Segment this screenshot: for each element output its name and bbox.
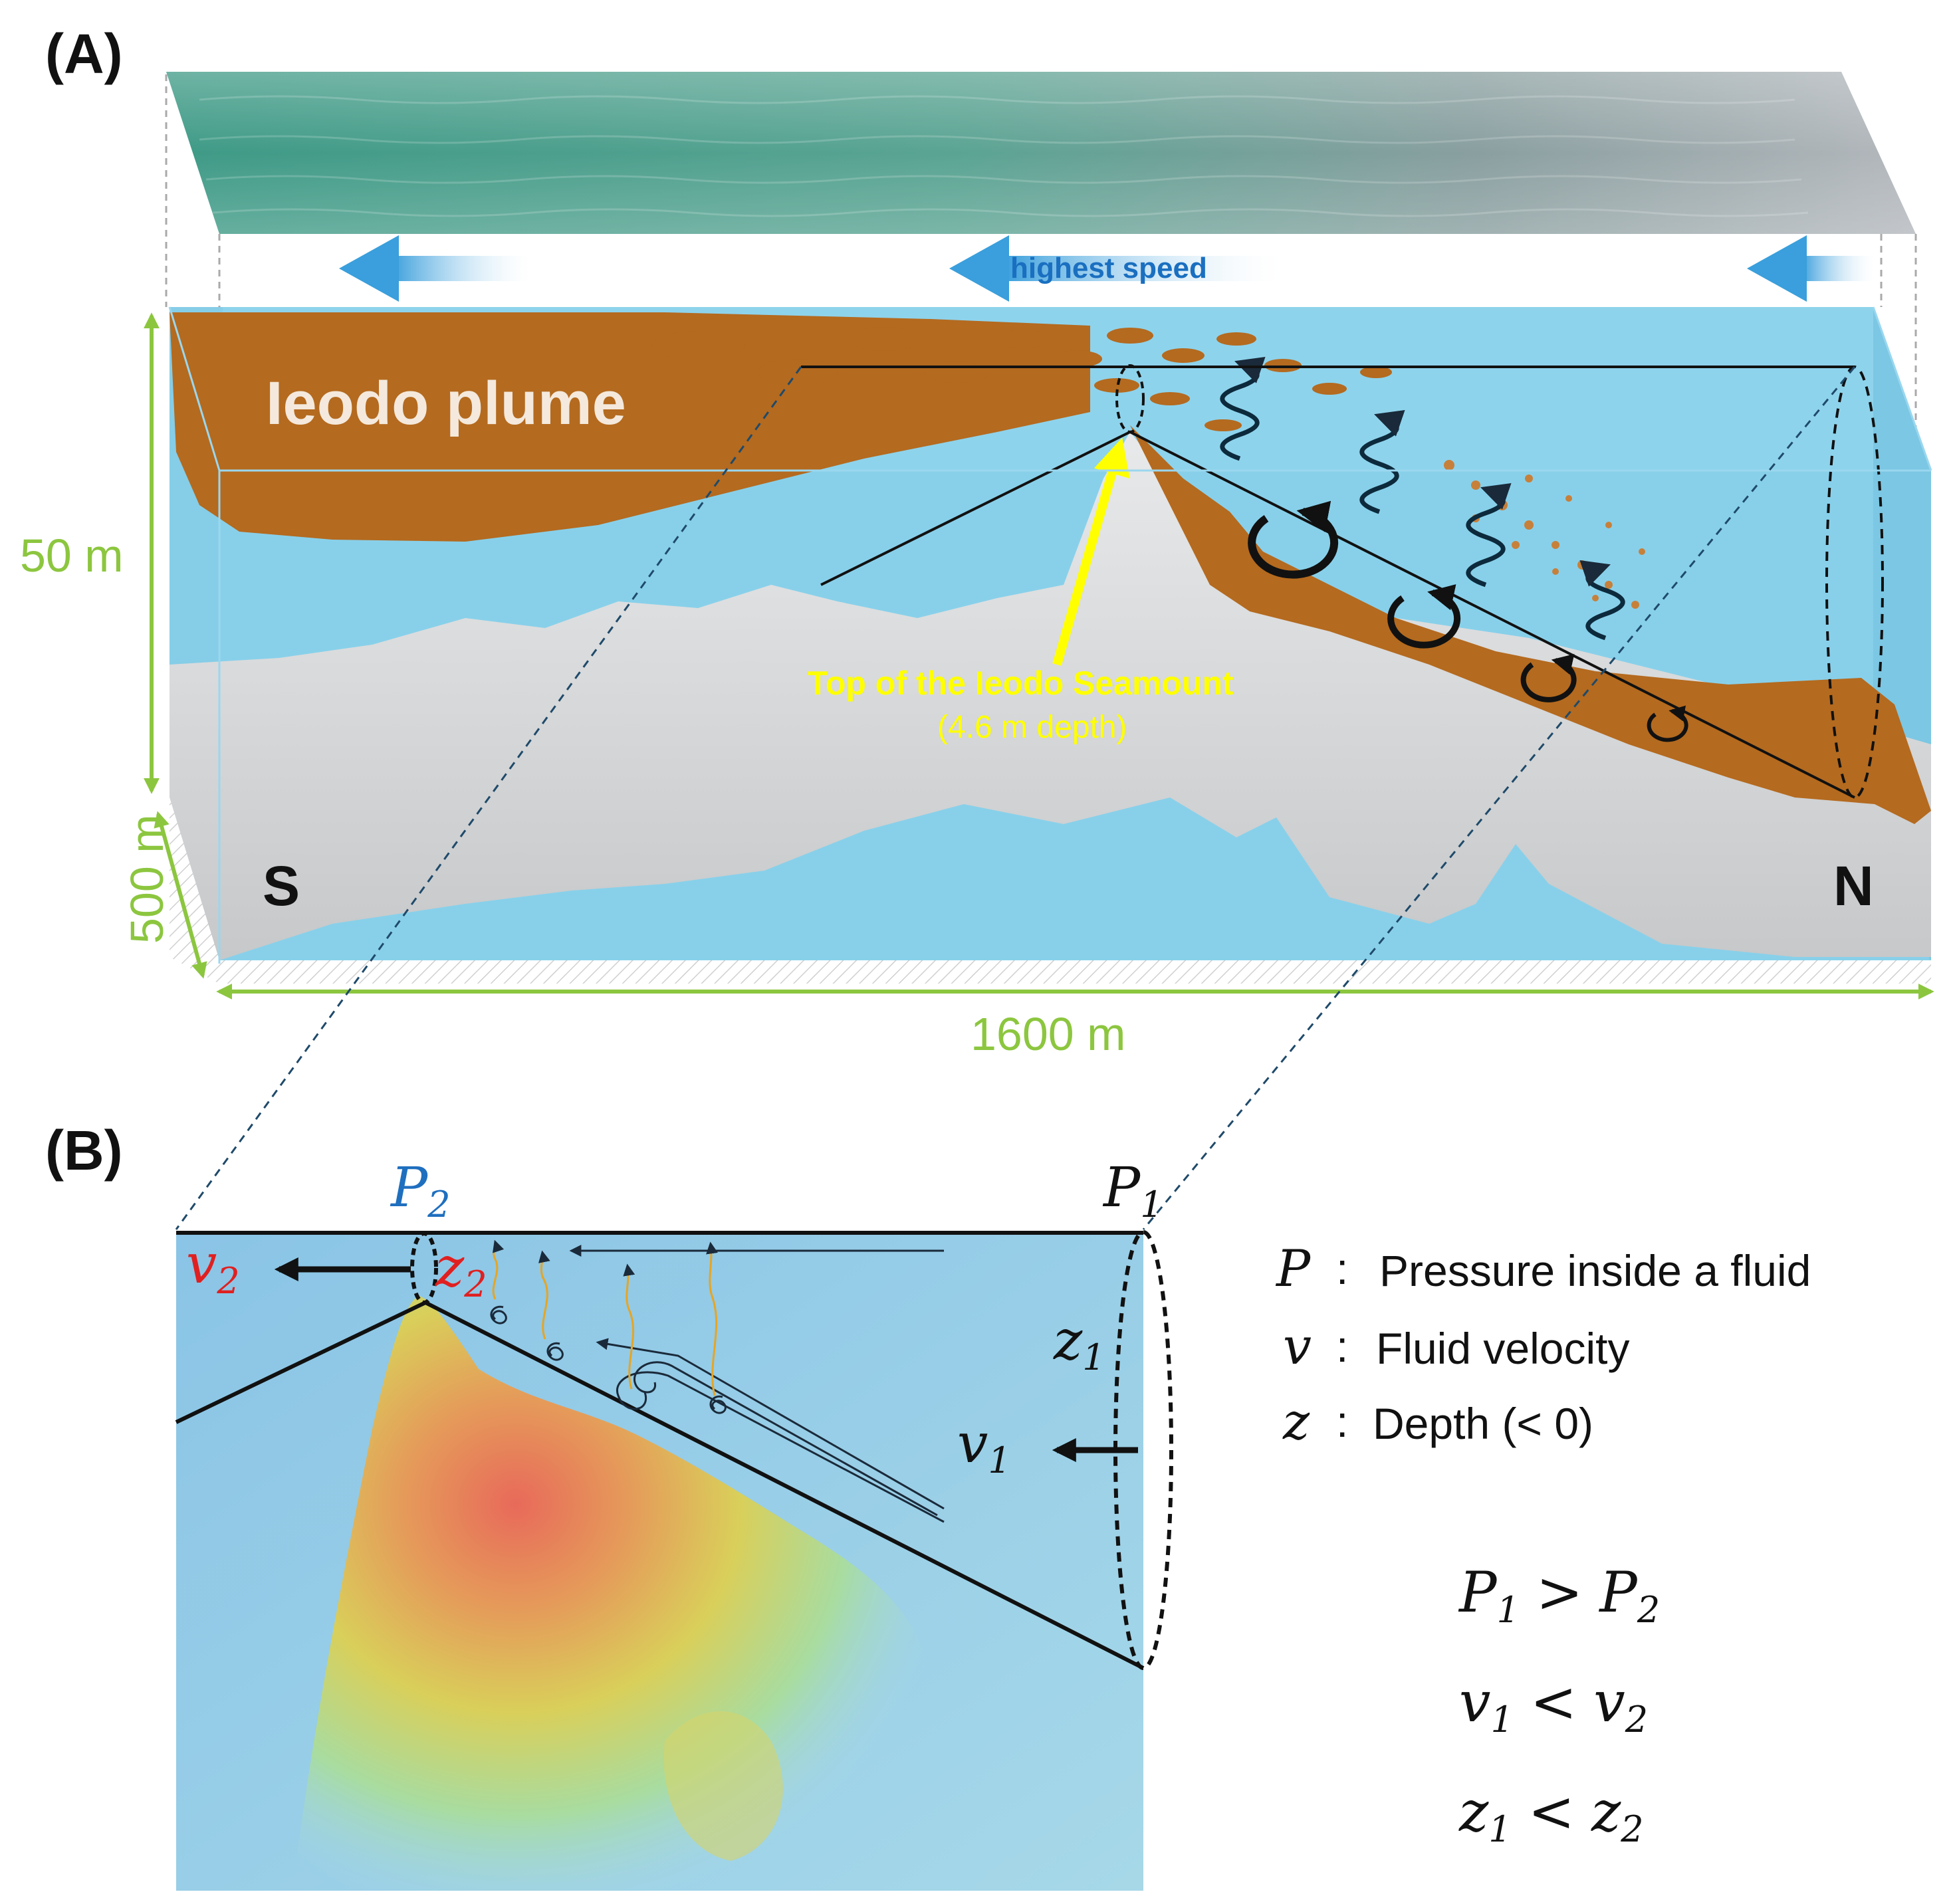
seamount-depth: (4.6 m depth)	[937, 710, 1127, 745]
panel-a-label: (A)	[45, 23, 123, 85]
v2-label: v2	[186, 1233, 240, 1302]
sea-surface-plane	[166, 72, 1916, 234]
svg-text::: :	[1336, 1397, 1348, 1446]
legend-item-velocity: v : Fluid velocity	[1283, 1317, 1629, 1376]
svg-text:Pressure inside a fluid: Pressure inside a fluid	[1379, 1246, 1811, 1295]
upwelling-paths	[492, 1239, 718, 1396]
p2-label: P2	[390, 1156, 451, 1225]
current-arrow-right	[1747, 235, 1875, 302]
small-swirls	[490, 1305, 727, 1414]
highest-speed-label: highest speed	[1010, 252, 1207, 284]
box-edges	[168, 306, 1932, 964]
depth-dimension-label: 50 m	[20, 530, 124, 582]
svg-text:P: P	[1275, 1239, 1312, 1298]
zoom-connector-lines	[175, 366, 1856, 1230]
legend-item-pressure: P : Pressure inside a fluid	[1275, 1239, 1811, 1298]
current-arrow-center	[949, 235, 1283, 302]
south-label: S	[263, 855, 300, 917]
streamlines	[569, 1245, 945, 1523]
dimension-lines	[144, 312, 1934, 1000]
panel-b-label: (B)	[45, 1119, 123, 1182]
svg-text:Fluid velocity: Fluid velocity	[1376, 1324, 1629, 1373]
ieodo-plume	[170, 312, 1931, 824]
legend: P : Pressure inside a fluid v : Fluid ve…	[1275, 1239, 1811, 1451]
z1-label: z1	[1053, 1309, 1105, 1378]
inequality-velocity: v1<v2	[1459, 1669, 1648, 1741]
v1-label: v1	[957, 1412, 1011, 1481]
p1-label: P1	[1102, 1156, 1163, 1225]
inequalities: P1>P2 v1<v2 z1<z2	[1458, 1560, 1660, 1850]
svg-text:v: v	[1283, 1317, 1312, 1376]
length-dimension-label: 1600 m	[971, 1008, 1125, 1060]
svg-text:z: z	[1282, 1392, 1310, 1451]
z2-label: z2	[435, 1236, 487, 1305]
inequality-depth: z1<z2	[1458, 1779, 1644, 1850]
plume-label: Ieodo plume	[266, 370, 626, 437]
current-arrow-left	[339, 235, 532, 302]
stream-tube	[801, 364, 1884, 799]
width-dimension-label: 500 m	[121, 814, 173, 944]
seamount-pointer-arrow	[1052, 437, 1130, 666]
svg-text:Depth (< 0): Depth (< 0)	[1373, 1399, 1593, 1448]
inequality-pressure: P1>P2	[1458, 1560, 1660, 1631]
panel-b-bathymetry	[176, 1233, 1143, 1891]
svg-text::: :	[1336, 1244, 1348, 1293]
eddy-vortices	[1248, 500, 1688, 742]
legend-item-depth: z : Depth (< 0)	[1282, 1392, 1593, 1451]
north-label: N	[1833, 855, 1874, 917]
panel-b-stream-tube	[175, 1230, 1173, 1670]
svg-text::: :	[1336, 1322, 1348, 1371]
velocity-arrows	[274, 1257, 1138, 1462]
seamount-title: Top of the Ieodo Seamount	[808, 665, 1234, 702]
upwelling-waves	[1220, 357, 1625, 641]
